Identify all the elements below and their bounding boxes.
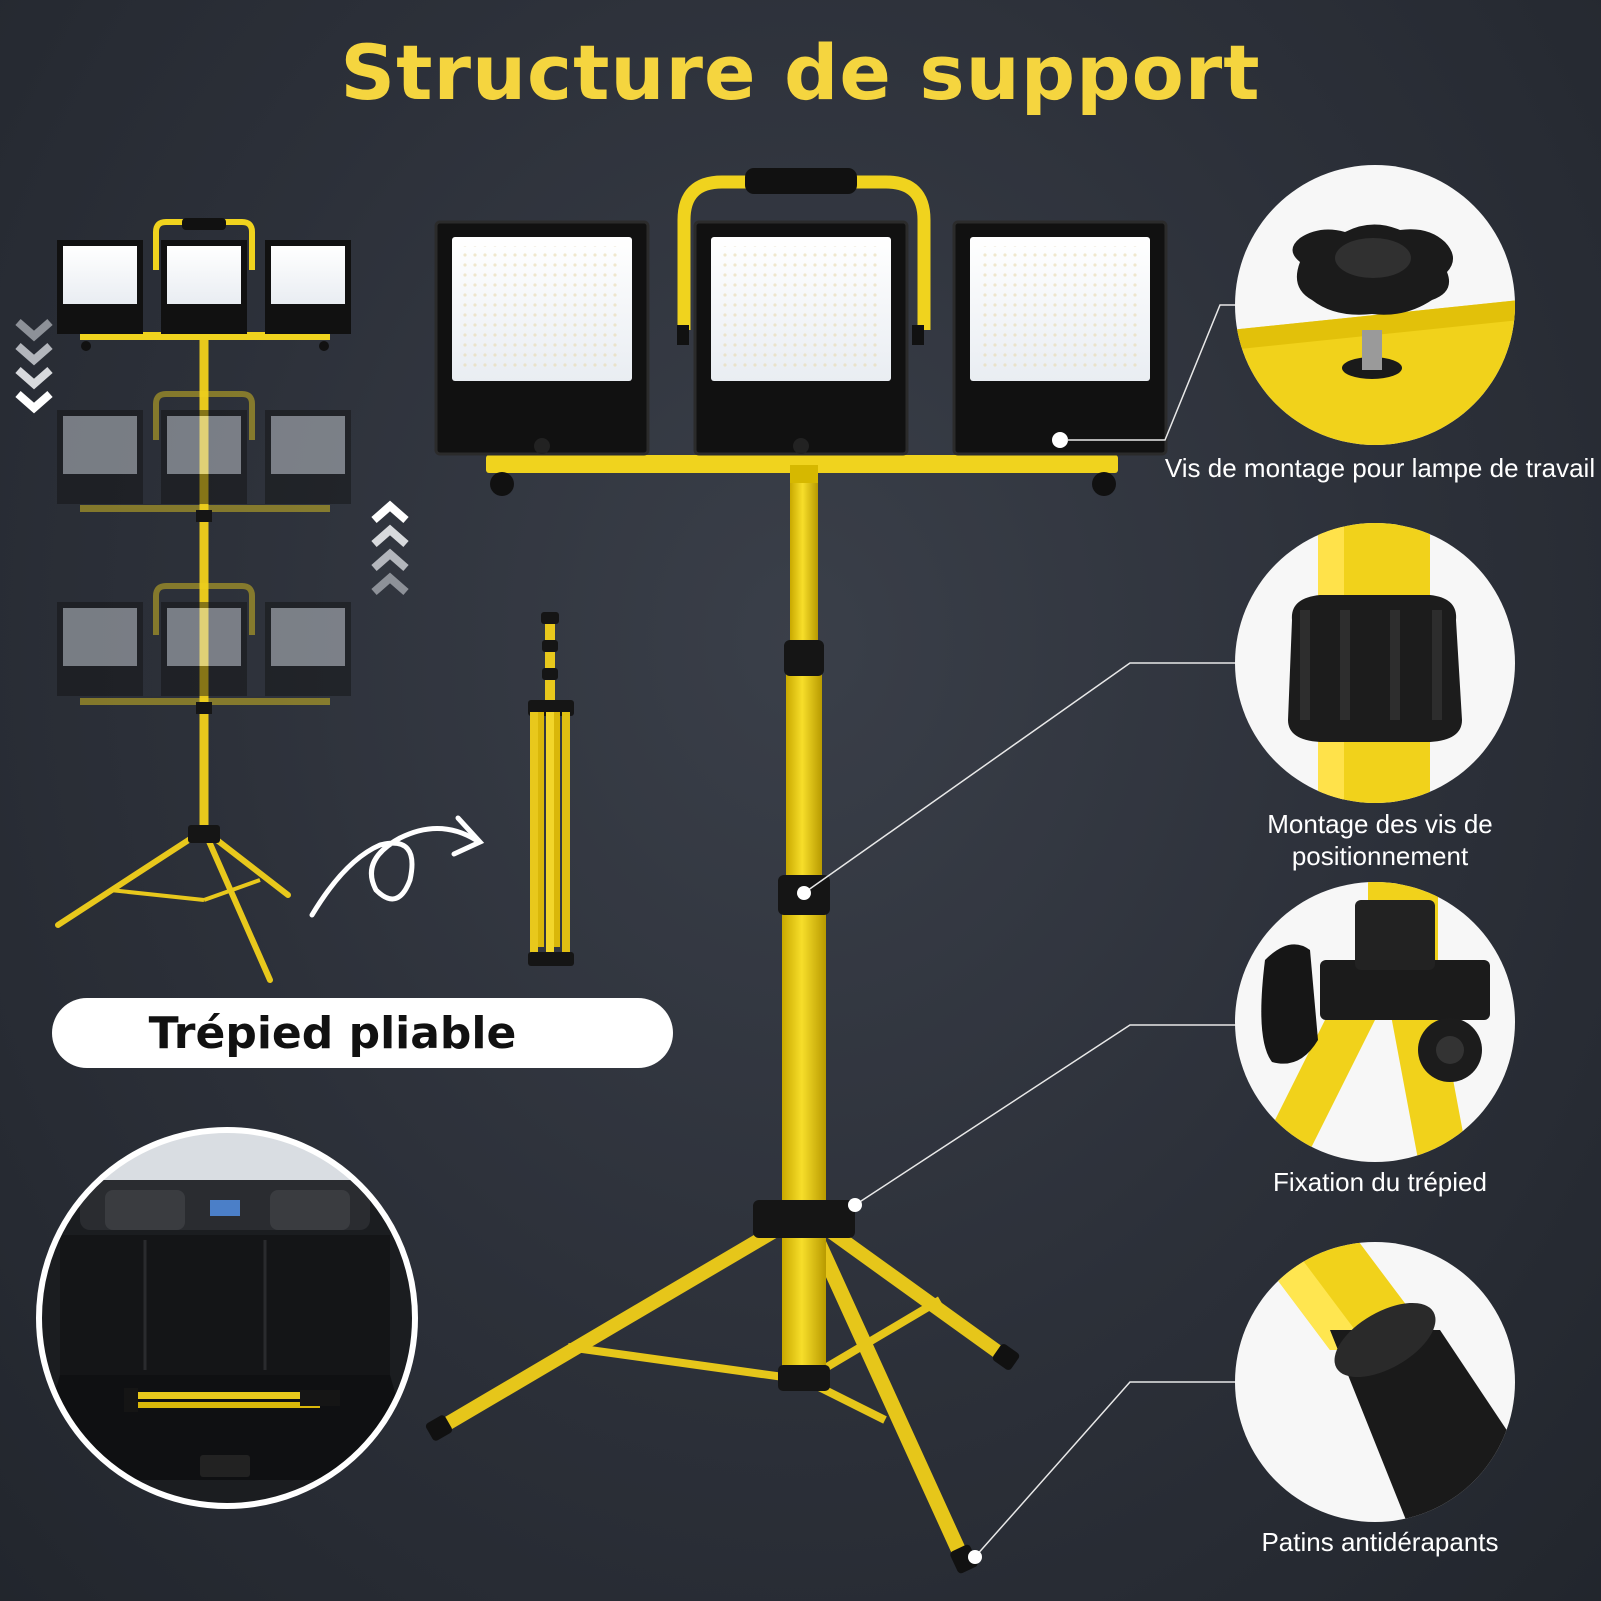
folding-tripod-label: Trépied pliable bbox=[148, 1007, 517, 1059]
page-title: Structure de support bbox=[340, 28, 1261, 117]
curved-arrow-icon bbox=[309, 815, 485, 918]
callout-label-mounting-screw: Vis de montage pour lampe de travail bbox=[1164, 453, 1596, 483]
knob-screw-icon bbox=[1235, 165, 1515, 445]
lamp-right bbox=[952, 220, 1168, 456]
height-adjustment-illustration bbox=[55, 218, 351, 983]
folded-tripod bbox=[528, 612, 574, 966]
callout-dots bbox=[797, 433, 1067, 1564]
lamp-left bbox=[434, 220, 650, 456]
lock-collar-icon bbox=[1235, 523, 1515, 803]
tripod-clamp-icon bbox=[1235, 882, 1515, 1162]
callout-label-anti-slip-pads: Patins antidérapants bbox=[1261, 1527, 1499, 1557]
callout-label-positioning-screw: Montage des vis de positionnement bbox=[1267, 809, 1493, 871]
chevron-up-icon bbox=[371, 500, 409, 596]
car-trunk-icon bbox=[36, 1127, 418, 1509]
folding-tripod-badge: Trépied pliable bbox=[52, 998, 673, 1068]
callout-label-tripod-fixation: Fixation du trépied bbox=[1273, 1167, 1487, 1197]
lamp-center bbox=[677, 220, 924, 456]
main-work-light-tripod bbox=[425, 168, 1168, 1574]
chevron-down-icon bbox=[15, 318, 53, 414]
callout-lines bbox=[803, 304, 1240, 1558]
rubber-foot-icon bbox=[1235, 1242, 1515, 1522]
